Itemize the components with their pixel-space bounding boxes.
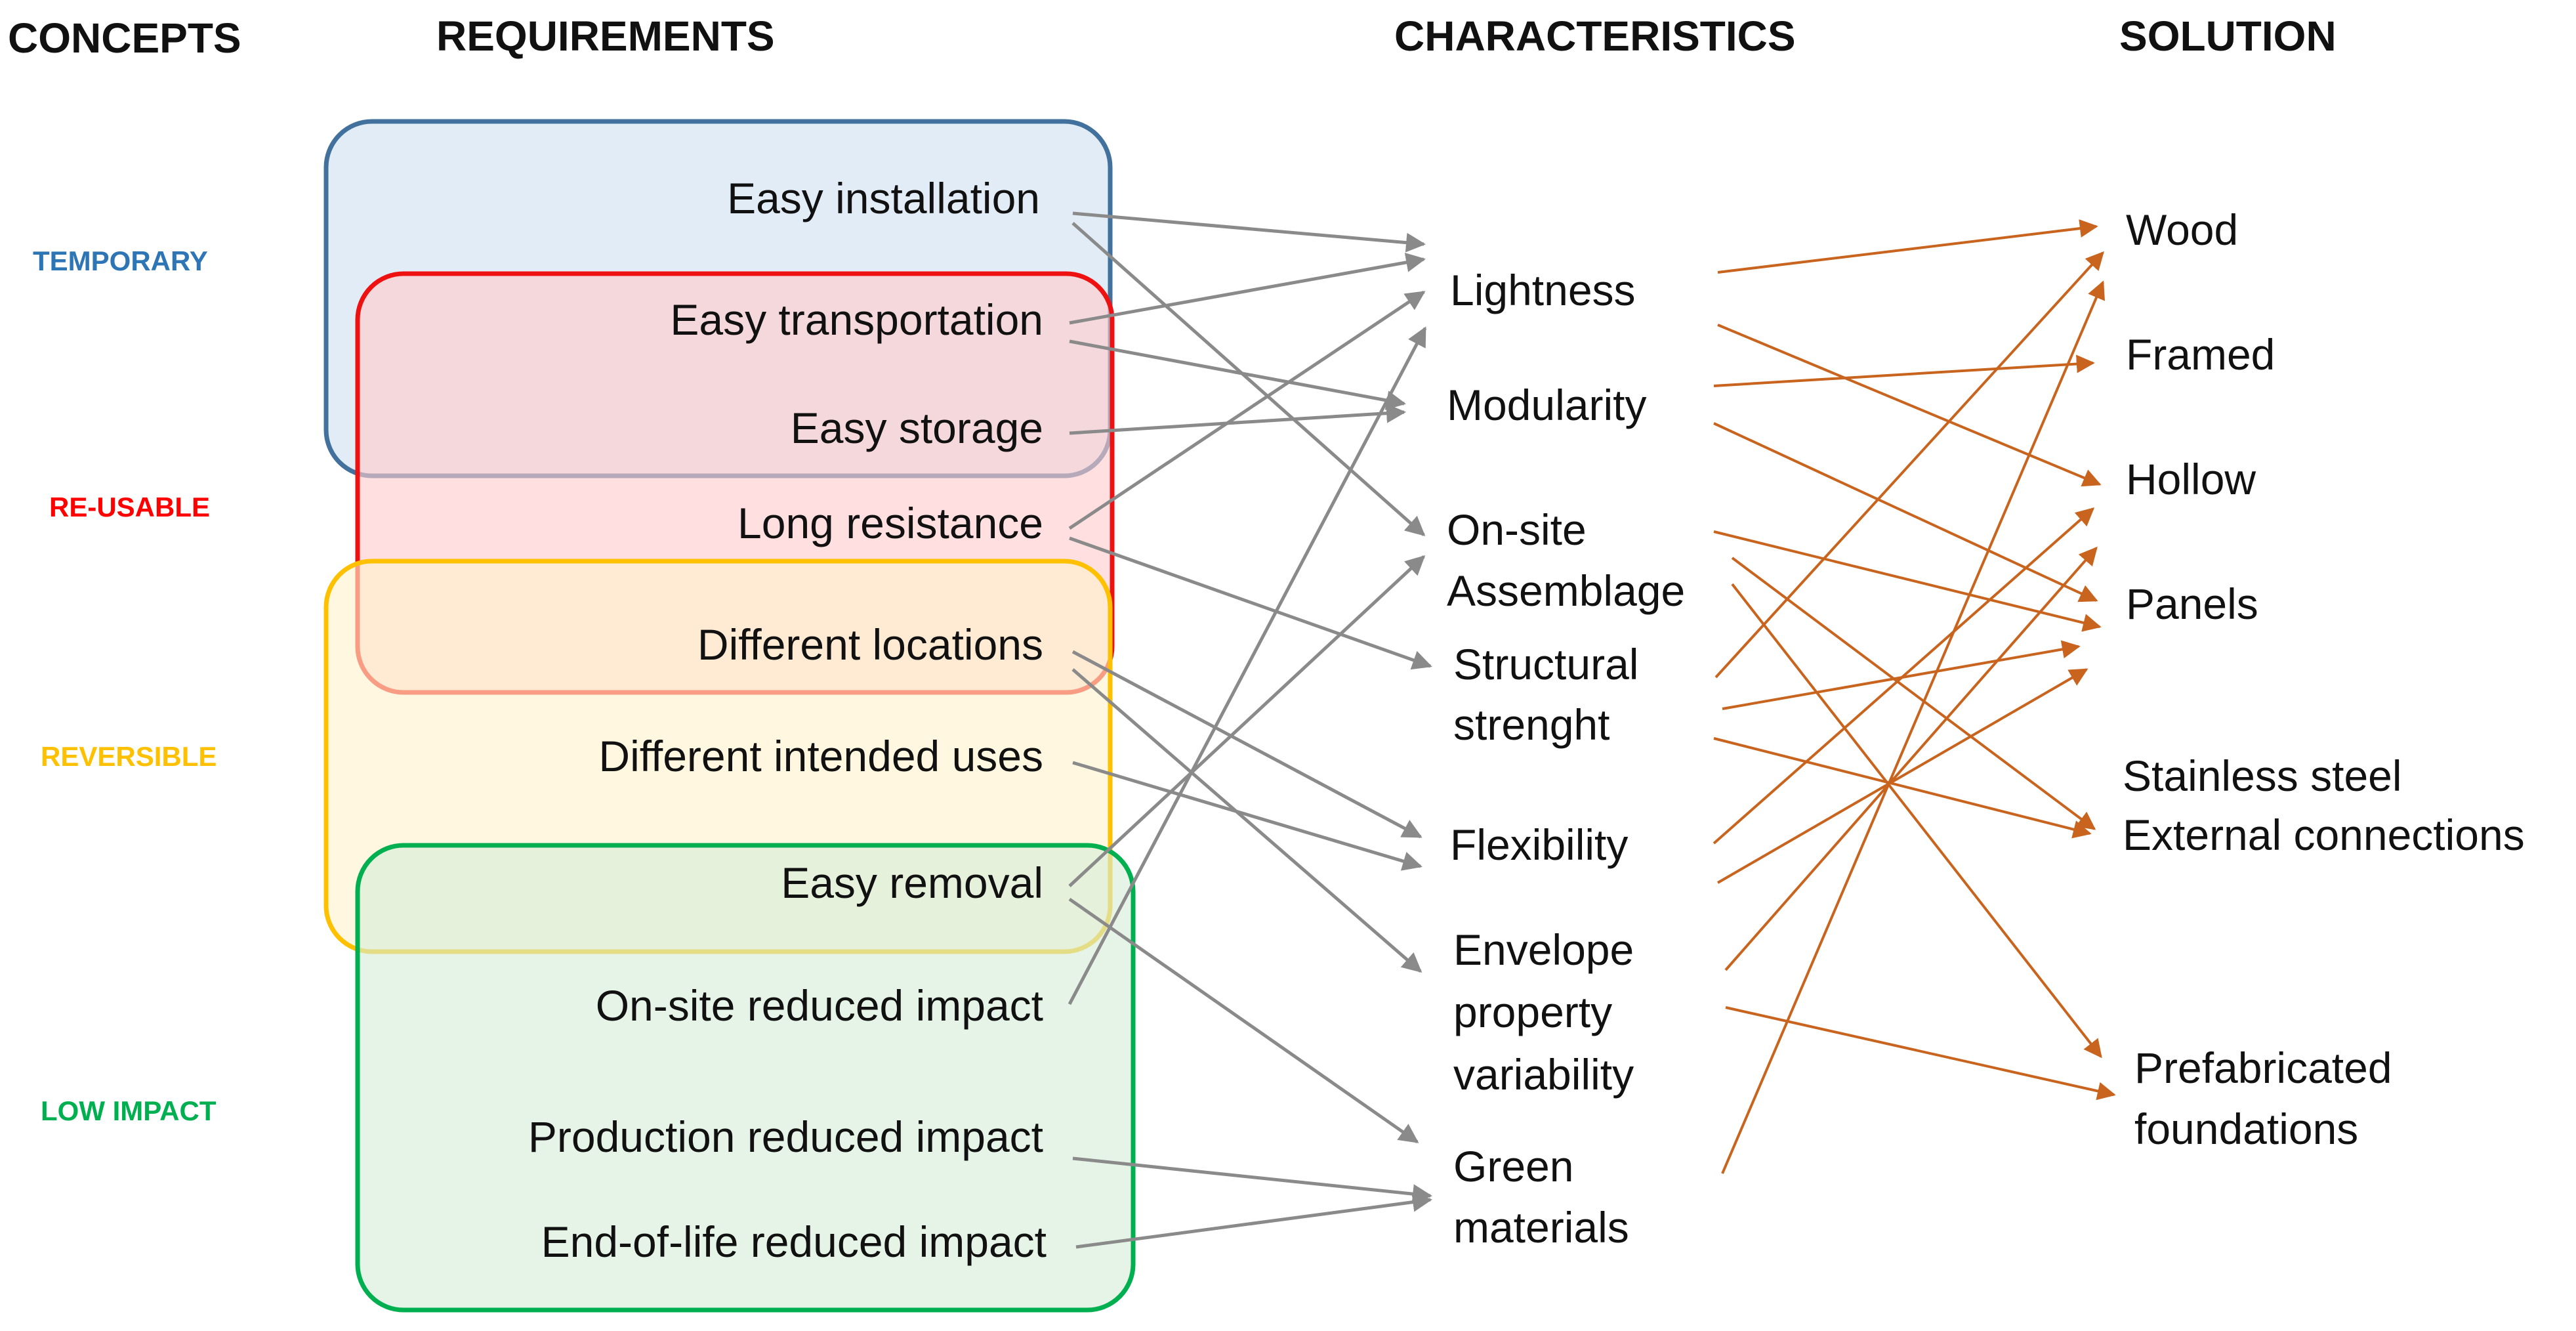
header-concepts: CONCEPTS <box>8 14 241 62</box>
sol-wood: Wood <box>2126 205 2238 254</box>
req-production-reduced-impact: Production reduced impact <box>528 1112 1043 1161</box>
arrow-lightness-wood <box>1717 219 2098 274</box>
arrow-structural-stainless <box>1713 737 2092 839</box>
arrow-green-wood <box>1721 280 2105 1174</box>
sol-line: foundations <box>2134 1105 2358 1153</box>
arrow-uses-flexibility <box>1072 761 1423 871</box>
sol-framed: Framed <box>2126 330 2275 379</box>
sol-hollow: Hollow <box>2126 455 2256 503</box>
concept-reversible: REVERSIBLE <box>41 741 217 772</box>
char-envelope-variability: Envelope property variability <box>1453 925 1634 1099</box>
arrow-transportation-modularity <box>1069 339 1406 410</box>
req-easy-installation: Easy installation <box>727 174 1040 222</box>
arrow-structural-wood <box>1714 251 2104 679</box>
sol-line: Panels <box>2126 580 2258 628</box>
req-different-locations: Different locations <box>697 620 1043 669</box>
arrow-locations-flexibility <box>1071 650 1423 839</box>
arrow-assemblage-stainless <box>1731 557 2096 830</box>
req-long-resistance: Long resistance <box>737 499 1043 547</box>
arrow-transportation-lightness <box>1069 253 1426 325</box>
sol-line: Prefabricated <box>2134 1044 2392 1092</box>
arrow-installation-assemblage <box>1071 222 1426 536</box>
char-onsite-assemblage: On-site Assemblage <box>1447 505 1685 615</box>
arrow-assemblage-foundations <box>1731 583 2102 1059</box>
char-flexibility: Flexibility <box>1450 820 1628 869</box>
req-easy-removal: Easy removal <box>781 858 1043 907</box>
sol-line: Hollow <box>2126 455 2256 503</box>
arrow-envelope-foundations <box>1725 1006 2116 1101</box>
concept-temporary: TEMPORARY <box>33 245 208 276</box>
sol-line: External connections <box>2123 811 2525 859</box>
sol-line: Framed <box>2126 330 2275 379</box>
arrow-endoflife-green <box>1075 1192 1432 1249</box>
arrow-onsite-lightness <box>1068 326 1427 1005</box>
arrow-envelope-hollow <box>1724 546 2098 971</box>
req-easy-storage: Easy storage <box>791 404 1043 452</box>
sol-prefabricated-foundations: Prefabricated foundations <box>2134 1044 2392 1153</box>
char-line: materials <box>1453 1203 1629 1252</box>
char-line: strenght <box>1453 700 1610 749</box>
concept-lowimpact: LOW IMPACT <box>41 1095 217 1126</box>
arrow-locations-envelope <box>1071 668 1423 973</box>
characteristic-arrows <box>1713 219 2116 1174</box>
char-line: Modularity <box>1447 381 1646 429</box>
concept-reusable: RE-USABLE <box>49 492 210 522</box>
arrow-flexibility-panels <box>1716 668 2088 884</box>
arrow-flexibility-hollow <box>1713 507 2095 845</box>
char-green-materials: Green materials <box>1453 1142 1629 1252</box>
char-structural-strength: Structural strenght <box>1453 640 1638 749</box>
req-onsite-reduced-impact: On-site reduced impact <box>596 981 1043 1030</box>
header-requirements: REQUIREMENTS <box>436 12 775 60</box>
arrow-modularity-framed <box>1713 354 2095 387</box>
char-line: Green <box>1453 1142 1573 1191</box>
req-endoflife-reduced-impact: End-of-life reduced impact <box>541 1217 1047 1266</box>
header-characteristics: CHARACTERISTICS <box>1394 12 1796 60</box>
arrow-removal-assemblage <box>1068 555 1426 887</box>
arrow-lightness-hollow <box>1717 324 2102 487</box>
arrow-modularity-panels <box>1713 422 2098 602</box>
char-modularity: Modularity <box>1447 381 1646 429</box>
arrow-storage-modularity <box>1069 403 1406 435</box>
char-line: variability <box>1453 1050 1634 1099</box>
header-solution: SOLUTION <box>2119 12 2337 60</box>
arrow-installation-lightness <box>1072 211 1426 253</box>
char-line: Envelope <box>1453 925 1634 974</box>
requirement-arrows <box>1068 211 1432 1249</box>
arrow-removal-green <box>1068 897 1419 1144</box>
lowimpact-group-box <box>355 843 1136 1313</box>
char-lightness: Lightness <box>1450 266 1636 314</box>
char-line: Assemblage <box>1447 566 1685 615</box>
char-line: Structural <box>1453 640 1638 688</box>
char-line: On-site <box>1447 505 1587 554</box>
arrow-assemblage-panels <box>1713 530 2102 632</box>
char-line: Flexibility <box>1450 820 1628 869</box>
arrow-production-green <box>1072 1156 1432 1204</box>
char-line: Lightness <box>1450 266 1636 314</box>
sol-line: Stainless steel <box>2123 751 2402 800</box>
req-different-intended-uses: Different intended uses <box>598 732 1043 780</box>
sol-line: Wood <box>2126 205 2238 254</box>
req-easy-transportation: Easy transportation <box>670 295 1043 344</box>
arrow-resistance-structural <box>1069 536 1432 670</box>
sol-stainless-steel: Stainless steel External connections <box>2123 751 2525 859</box>
sol-panels: Panels <box>2126 580 2258 628</box>
char-line: property <box>1453 988 1612 1036</box>
arrow-resistance-lightness <box>1068 290 1426 530</box>
